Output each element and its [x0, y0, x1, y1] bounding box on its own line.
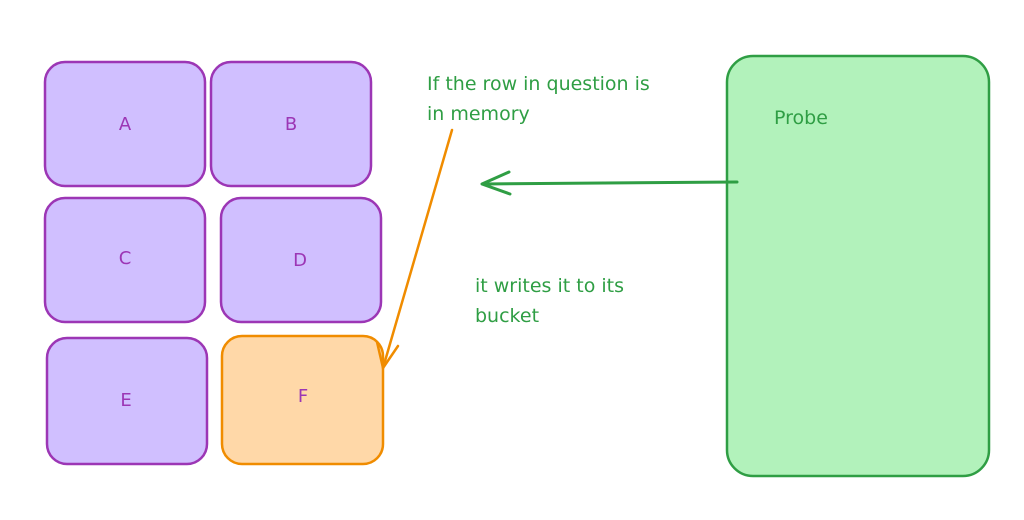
bucket-b-label: B: [285, 114, 297, 135]
probe-label: Probe: [774, 107, 828, 129]
bucket-b: B: [209, 60, 373, 188]
writes-note: it writes it to its bucket: [475, 275, 624, 327]
bucket-f-label: F: [298, 386, 308, 407]
bucket-d: D: [219, 196, 383, 324]
probe-arrow-head: [480, 170, 512, 196]
bucket-a-label: A: [119, 114, 132, 135]
in-memory-note: If the row in question is in memory: [427, 73, 650, 125]
probe-box: [725, 54, 991, 478]
writes-note-line1: it writes it to its: [475, 275, 624, 297]
bucket-f: F: [220, 334, 385, 466]
bucket-a: A: [43, 60, 207, 188]
bucket-e-label: E: [120, 390, 131, 411]
probe-arrow-line: [481, 180, 739, 186]
bucket-c-box: [43, 196, 207, 324]
bucket-c: C: [43, 196, 207, 324]
memory-arrow: [375, 128, 454, 370]
in-memory-note-line2: in memory: [427, 103, 530, 125]
memory-arrow-line: [381, 128, 454, 370]
in-memory-note-line1: If the row in question is: [427, 73, 650, 95]
memory-arrow-head: [375, 340, 400, 370]
probe: Probe: [725, 54, 991, 478]
bucket-d-label: D: [293, 250, 307, 271]
probe-arrow: [480, 170, 739, 196]
bucket-c-label: C: [119, 248, 132, 269]
writes-note-line2: bucket: [475, 305, 539, 327]
bucket-b-box: [209, 60, 373, 188]
bucket-d-box: [219, 196, 383, 324]
bucket-a-box: [43, 60, 207, 188]
bucket-f-box: [220, 334, 385, 466]
bucket-e: E: [45, 336, 209, 466]
bucket-e-box: [45, 336, 209, 466]
